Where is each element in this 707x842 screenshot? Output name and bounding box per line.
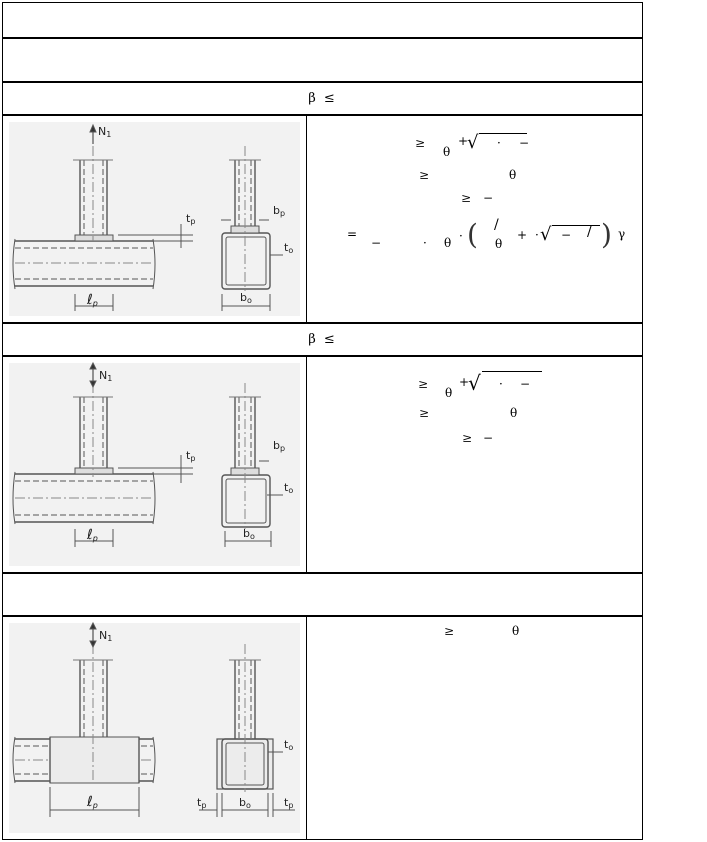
n1-label-3: N1	[99, 629, 112, 643]
eq5-dot: ·	[499, 377, 503, 391]
n1-label-2: N1	[99, 369, 112, 383]
figure-cell-1: N1 tp bp to bo ℓp	[3, 116, 307, 322]
eq1-sqrt: √	[467, 132, 479, 153]
section-banner-1: β ≤	[2, 82, 643, 115]
eq4-minus2: −	[561, 228, 572, 242]
eq1-sqrt-bar	[479, 133, 527, 134]
section-banner-2: β ≤	[2, 323, 643, 356]
figure-cell-3: N1 to bo tp tp ℓp	[3, 617, 307, 839]
eq2-ge: ≥	[419, 168, 430, 182]
section-3-content: N1 to bo tp tp ℓp ≥ θ	[2, 616, 643, 840]
eq1-theta: θ	[443, 145, 451, 159]
n1-label: N1	[98, 125, 111, 139]
tp-label-3a: tp	[197, 796, 206, 810]
eq3-minus: −	[483, 191, 494, 205]
eq1-ge: ≥	[415, 136, 426, 150]
bp-label-2: bp	[273, 439, 285, 453]
eq5-sqrt-bar	[482, 371, 542, 372]
eq7-minus: −	[483, 431, 494, 445]
document-table: β ≤	[2, 2, 643, 840]
eq1-dot: ·	[497, 136, 501, 150]
eq5-sqrt: √	[468, 371, 481, 395]
bo-label: bo	[240, 291, 252, 305]
eq4-eq: =	[347, 227, 358, 241]
joint-figure-2: N1 tp bp to bo ℓp	[12, 361, 293, 547]
section-banner-1-text: β ≤	[308, 91, 337, 106]
table-subtitle-row	[2, 38, 643, 82]
eq8-theta: θ	[512, 624, 520, 638]
tp-label-2: tp	[186, 449, 195, 463]
tp-label: tp	[186, 212, 195, 226]
eq4-slash2: /	[587, 224, 592, 240]
eq4-dot2: ·	[459, 229, 463, 243]
eq4-rparen: )	[601, 218, 612, 251]
eq3-ge: ≥	[461, 191, 472, 205]
eq5-minus: −	[520, 377, 531, 391]
figure-cell-2: N1 tp bp to bo ℓp	[3, 357, 307, 572]
eq7-ge: ≥	[462, 431, 473, 445]
to-label-3: to	[284, 738, 293, 752]
eq8-ge: ≥	[444, 624, 455, 638]
eq4-theta2: θ	[495, 237, 503, 251]
eq5-ge: ≥	[418, 377, 429, 391]
section-banner-2-text: β ≤	[308, 332, 337, 347]
eq5-plus: +	[459, 375, 470, 389]
eq6-theta: θ	[510, 406, 518, 420]
lp-label-3: ℓp	[86, 794, 98, 810]
eq4-theta: θ	[444, 236, 452, 250]
eq4-sqrt: √	[540, 224, 552, 245]
eq5-theta: θ	[445, 386, 453, 400]
bo-label-2: bo	[243, 527, 255, 541]
tp-label-3b: tp	[284, 796, 293, 810]
bp-label: bp	[273, 204, 285, 218]
equation-cell-3: ≥ θ	[307, 617, 642, 839]
joint-figure-1: N1 tp bp to bo ℓp	[12, 123, 293, 311]
eq4-minus: −	[371, 236, 382, 250]
section-banner-3	[2, 573, 643, 616]
table-title-row	[2, 2, 643, 38]
eq1-minus: −	[519, 136, 530, 150]
eq4-sqrt-bar	[552, 225, 600, 226]
lp-label-2: ℓp	[86, 527, 98, 543]
eq4-lparen: (	[467, 218, 478, 251]
eq6-ge: ≥	[419, 406, 430, 420]
equation-cell-2: ≥ θ + √ · − ≥ θ ≥ −	[307, 357, 642, 572]
eq2-theta: θ	[509, 168, 517, 182]
eq1-plus: +	[458, 134, 469, 148]
eq4-dot: ·	[423, 236, 427, 250]
section-1-content: N1 tp bp to bo ℓp ≥ θ + √ · − ≥ θ ≥ − = …	[2, 115, 643, 323]
lp-label: ℓp	[86, 292, 98, 308]
section-2-content: N1 tp bp to bo ℓp ≥ θ + √ · − ≥ θ ≥ −	[2, 356, 643, 573]
to-label: to	[284, 241, 293, 255]
bo-label-3: bo	[239, 796, 251, 810]
eq4-plus: +	[517, 228, 528, 242]
to-label-2: to	[284, 481, 293, 495]
equation-cell-1: ≥ θ + √ · − ≥ θ ≥ − = − · θ · ( / θ + · …	[307, 116, 642, 322]
eq4-gamma: γ	[618, 227, 626, 241]
eq4-dot3: ·	[535, 228, 539, 242]
eq4-slash: /	[494, 217, 499, 233]
joint-figure-3: N1 to bo tp tp ℓp	[12, 621, 295, 817]
